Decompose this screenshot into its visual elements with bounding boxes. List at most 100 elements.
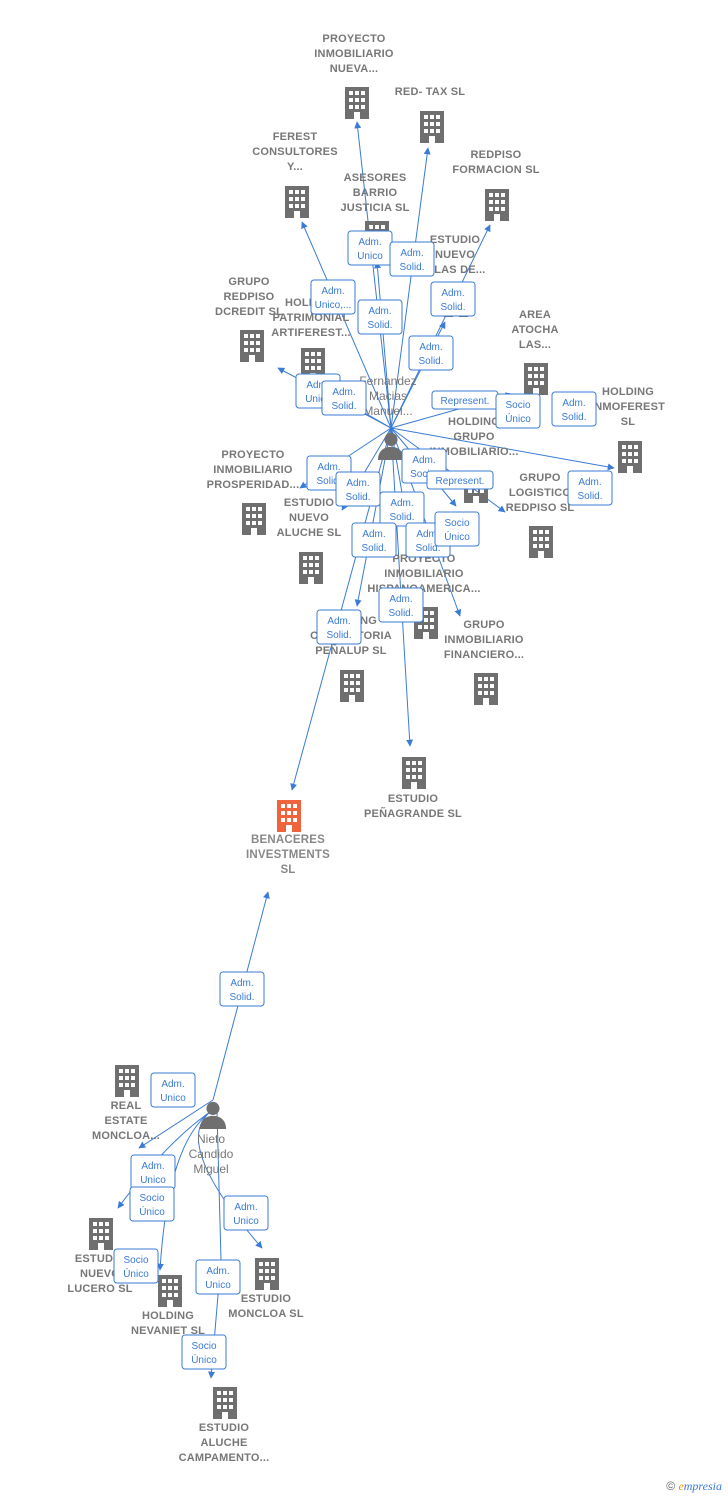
role-badge[interactable]: Adm.Solid.	[378, 587, 424, 623]
copyright-symbol: ©	[666, 1479, 676, 1493]
role-badge[interactable]: Adm.Solid.	[430, 281, 476, 317]
role-badge-text: Adm.Soci...	[410, 455, 438, 480]
role-badge-text: Adm.Unico	[357, 237, 383, 262]
role-badge[interactable]: Adm.Solid.	[551, 391, 597, 427]
role-badge[interactable]: Adm.Solid.	[351, 522, 397, 558]
role-badge[interactable]: Adm.Unico	[223, 1195, 269, 1231]
role-badge[interactable]: Adm.Solid.	[316, 609, 362, 645]
role-badge[interactable]: Adm.Unico	[347, 230, 393, 266]
relationship-edge	[390, 427, 414, 747]
company-building-icon[interactable]	[529, 526, 553, 558]
company-building-icon[interactable]	[89, 1218, 113, 1250]
role-badge-box	[219, 971, 265, 1007]
company-building-icon[interactable]	[213, 1387, 237, 1419]
role-badge-text: Adm.Solid.	[316, 462, 341, 487]
role-badge[interactable]: Represent.	[426, 470, 494, 490]
company-building-icon[interactable]	[474, 673, 498, 705]
company-building-icon[interactable]	[618, 441, 642, 473]
company-building-icon[interactable]	[345, 87, 369, 119]
company-building-icon[interactable]	[242, 503, 266, 535]
role-badge-box	[389, 241, 435, 277]
role-badge[interactable]: Adm.Solid.	[379, 491, 425, 527]
role-badge-box	[378, 587, 424, 623]
role-badge[interactable]: Adm.Solid.	[219, 971, 265, 1007]
company-building-icon[interactable]	[485, 189, 509, 221]
company-building-icon[interactable]	[115, 1065, 139, 1097]
company-building-icon[interactable]	[340, 670, 364, 702]
relationship-edge	[390, 147, 431, 429]
role-badge-box	[357, 299, 403, 335]
role-badge-text: Adm.Solid.	[389, 498, 414, 523]
company-building-icon[interactable]	[255, 1258, 279, 1290]
company-building-icon[interactable]	[299, 552, 323, 584]
role-badge-text: Adm.Solid.	[561, 398, 586, 423]
role-badge-text: Represent.	[441, 396, 490, 407]
role-badge[interactable]: Adm.Solid.	[567, 470, 613, 506]
role-badge-text: Adm.Solid.	[440, 288, 465, 313]
company-building-icon[interactable]	[285, 186, 309, 218]
focus-company-building-icon[interactable]	[277, 800, 301, 832]
role-badge-box	[113, 1248, 159, 1284]
role-badge-box	[408, 335, 454, 371]
role-badge-box	[150, 1072, 196, 1108]
person-icon[interactable]	[377, 432, 405, 460]
role-badge-box	[321, 380, 367, 416]
role-badge[interactable]: Adm.Solid.	[335, 471, 381, 507]
role-badge-text: Adm.Solid.	[345, 478, 370, 503]
footer-brand: © empresia	[666, 1479, 722, 1494]
role-badge-text: Represent.	[436, 476, 485, 487]
role-badge-box	[430, 281, 476, 317]
relationship-edge	[390, 427, 615, 471]
role-badge[interactable]: Adm.Solid.	[321, 380, 367, 416]
company-building-icon[interactable]	[402, 757, 426, 789]
role-badge[interactable]: Adm.Unico	[130, 1154, 176, 1190]
role-badge[interactable]: Adm.Solid.	[357, 299, 403, 335]
role-badge-text: Adm.Unico	[205, 1266, 231, 1291]
role-badge-box	[310, 279, 356, 315]
role-badge[interactable]: Represent.	[431, 390, 499, 410]
company-building-icon[interactable]	[524, 363, 548, 395]
role-badge[interactable]: Adm.Unico	[195, 1259, 241, 1295]
company-building-icon[interactable]	[158, 1275, 182, 1307]
company-label[interactable]: RED- TAX SL	[395, 86, 466, 98]
empresia-logo[interactable]: empresia	[678, 1479, 722, 1493]
role-badge[interactable]: Adm.Unico	[150, 1072, 196, 1108]
role-badge-text: Adm.Solid.	[399, 248, 424, 273]
brand-initial: e	[678, 1479, 684, 1493]
role-badge[interactable]: Adm.Solid.	[408, 335, 454, 371]
role-badge-text: Adm.Unico	[140, 1161, 166, 1186]
role-badge[interactable]: Adm.Unico,...	[310, 279, 356, 315]
role-badge[interactable]: Adm.Solid.	[389, 241, 435, 277]
company-building-icon[interactable]	[240, 330, 264, 362]
company-building-icon[interactable]	[420, 111, 444, 143]
